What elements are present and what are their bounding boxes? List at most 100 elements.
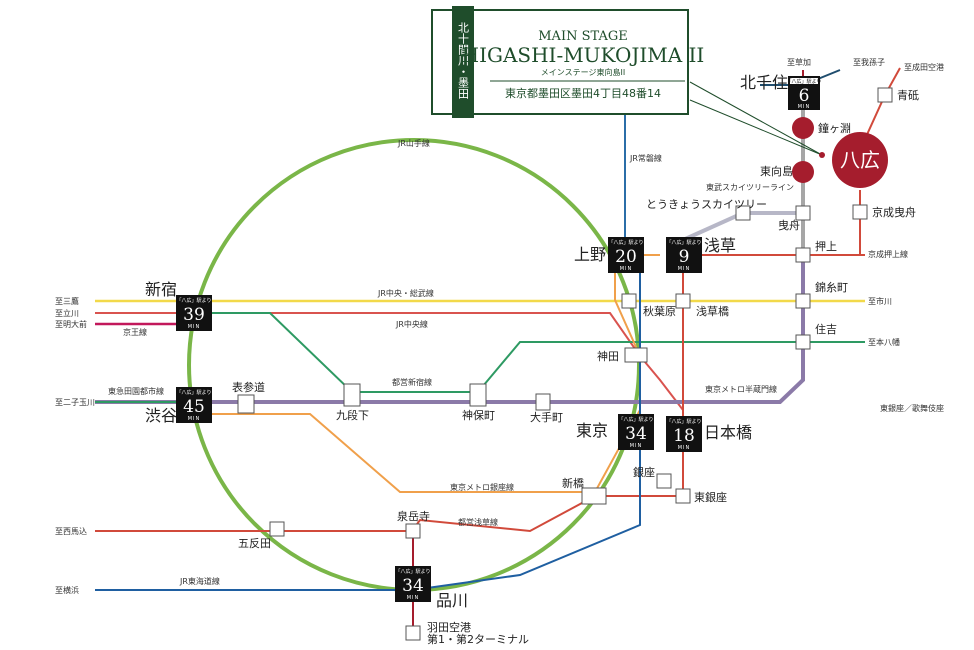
label-hanzomon: 東京メトロ半蔵門線: [705, 384, 777, 394]
badge-tokyo: 「八広」駅より 34 MIN: [618, 414, 654, 450]
label-yamanote: JR山手線: [397, 138, 430, 148]
terminus-nishimagome: 至西馬込: [55, 527, 87, 536]
svg-text:「八広」駅より: 「八広」駅より: [177, 297, 212, 304]
label-joban: JR常磐線: [629, 153, 662, 163]
svg-text:「八広」駅より: 「八広」駅より: [667, 418, 702, 425]
badge-ueno-value: 20: [615, 247, 637, 267]
pointer-line: [689, 81, 823, 156]
badge-nihombashi-value: 18: [673, 426, 695, 446]
label-otemachi: 大手町: [530, 410, 563, 424]
label-kanda: 神田: [597, 349, 619, 363]
label-sengakuji: 泉岳寺: [397, 509, 430, 523]
property-logo: 北十間川・墨田: [457, 22, 470, 99]
station-box-gotanda: [269, 521, 285, 537]
badge-shibuya-value: 45: [183, 397, 205, 417]
station-box-sengakuji: [405, 523, 421, 539]
badge-asakusa-value: 9: [679, 247, 690, 267]
badge-kitasenju-value: 6: [799, 86, 810, 106]
label-kinshicho: 錦糸町: [815, 280, 848, 294]
label-chuo-sobu: JR中央・総武線: [377, 288, 434, 298]
badge-tokyo-value: 34: [625, 424, 647, 444]
station-box-otemachi: [535, 393, 551, 411]
station-box-shimbashi: [581, 487, 607, 505]
badge-shinagawa: 「八広」駅より 34 MIN: [395, 566, 431, 602]
label-keisei-oshiage: 京成押上線: [868, 249, 908, 259]
terminus-tachikawa: 至立川: [55, 308, 79, 318]
label-asakusa: 都営浅草線: [458, 517, 498, 527]
label-haneda: 羽田空港: [427, 620, 471, 634]
station-box-keisei-hikifune: [852, 204, 868, 220]
terminus-ichikawa: 至市川: [868, 296, 892, 306]
svg-text:MIN: MIN: [678, 266, 691, 272]
station-box-kudanshita: [343, 383, 361, 407]
svg-text:「八広」駅より: 「八広」駅より: [667, 239, 702, 246]
label-nihombashi: 日本橋: [704, 423, 752, 442]
station-box-jimbocho: [469, 383, 487, 407]
terminus-futakotamagawa: 至二子玉川: [55, 398, 95, 407]
station-box-kanda: [624, 347, 648, 363]
station-box-hikifune: [795, 205, 811, 221]
terminus-soka: 至草加: [787, 57, 811, 67]
label-shinagawa: 品川: [436, 591, 468, 610]
label-sumiyoshi: 住吉: [815, 322, 837, 336]
label-keisei-hikifune: 京成曳舟: [872, 205, 916, 219]
svg-text:MIN: MIN: [798, 104, 811, 110]
label-den-en-toshi: 東急田園都市線: [108, 386, 164, 396]
ginza-line: [190, 255, 641, 493]
svg-text:MIN: MIN: [620, 266, 633, 272]
label-shibuya: 渋谷: [145, 406, 177, 425]
label-higashiginza: 東銀座: [694, 490, 727, 504]
label-gotanda: 五反田: [238, 537, 271, 550]
label-keio: 京王線: [123, 327, 147, 337]
label-chuo: JR中央線: [395, 319, 428, 329]
label-oshiage: 押上: [815, 239, 837, 253]
svg-text:MIN: MIN: [188, 416, 201, 422]
label-yahiro: 八広: [840, 148, 880, 172]
property-address: 東京都墨田区墨田4丁目48番14: [505, 86, 661, 100]
label-asakusa: 浅草: [704, 236, 736, 255]
station-box-sumiyoshi: [795, 334, 811, 350]
badge-kitasenju: 「八広」駅より 6 MIN: [787, 76, 822, 110]
label-tokyo-skytree: とうきょうスカイツリー: [646, 198, 767, 211]
station-box-omotesando: [237, 394, 255, 414]
label-ueno: 上野: [574, 245, 606, 264]
label-akihabara: 秋葉原: [643, 304, 676, 318]
svg-text:MIN: MIN: [407, 595, 420, 601]
label-skytree: 東武スカイツリーライン: [706, 182, 794, 192]
svg-text:「八広」駅より: 「八広」駅より: [177, 389, 212, 396]
station-box-aoto: [877, 87, 893, 103]
terminus-yokohama: 至横浜: [55, 585, 79, 595]
pointer-line: [689, 99, 823, 156]
label-kitasenju: 北千住: [740, 73, 788, 92]
terminus-mitaka: 至三鷹: [55, 296, 79, 306]
svg-text:MIN: MIN: [188, 324, 201, 330]
label-aoto: 青砥: [897, 89, 919, 102]
svg-text:「八広」駅より: 「八広」駅より: [396, 568, 431, 575]
label-ginza: 銀座: [633, 465, 655, 479]
station-kanegafuchi: [792, 117, 814, 139]
badge-shinjuku: 「八広」駅より 39 MIN: [176, 295, 212, 331]
svg-text:「八広」駅より: 「八広」駅より: [609, 239, 644, 246]
label-omotesando: 表参道: [232, 380, 265, 394]
badge-asakusa: 「八広」駅より 9 MIN: [666, 237, 702, 273]
label-haneda-terminal: 第1・第2ターミナル: [427, 632, 529, 646]
station-box-asakusabashi: [675, 293, 691, 309]
property-title: 北十間川・墨田 MAIN STAGE HIGASHI-MUKOJIMA II メ…: [431, 6, 704, 118]
label-hikifune: 曳舟: [778, 218, 800, 232]
label-shinjuku-line: 都営新宿線: [392, 377, 432, 387]
station-box-haneda: [405, 625, 421, 641]
station-box-oshiage: [795, 247, 811, 263]
tokaido-line: [95, 255, 641, 591]
station-yahiro: [832, 132, 888, 188]
label-asakusabashi: 浅草橋: [696, 304, 729, 318]
station-higashimukojima: [792, 161, 814, 183]
station-box-higashiginza: [675, 488, 691, 504]
label-tokaido: JR東海道線: [179, 576, 220, 586]
badge-shibuya: 「八広」駅より 45 MIN: [176, 387, 212, 423]
svg-text:「八広」駅より: 「八広」駅より: [787, 78, 822, 85]
label-kanegafuchi: 鐘ヶ淵: [818, 121, 851, 135]
badge-ueno: 「八広」駅より 20 MIN: [608, 237, 644, 273]
svg-text:MIN: MIN: [630, 443, 643, 449]
terminus-motoyawata: 至本八幡: [868, 337, 900, 347]
